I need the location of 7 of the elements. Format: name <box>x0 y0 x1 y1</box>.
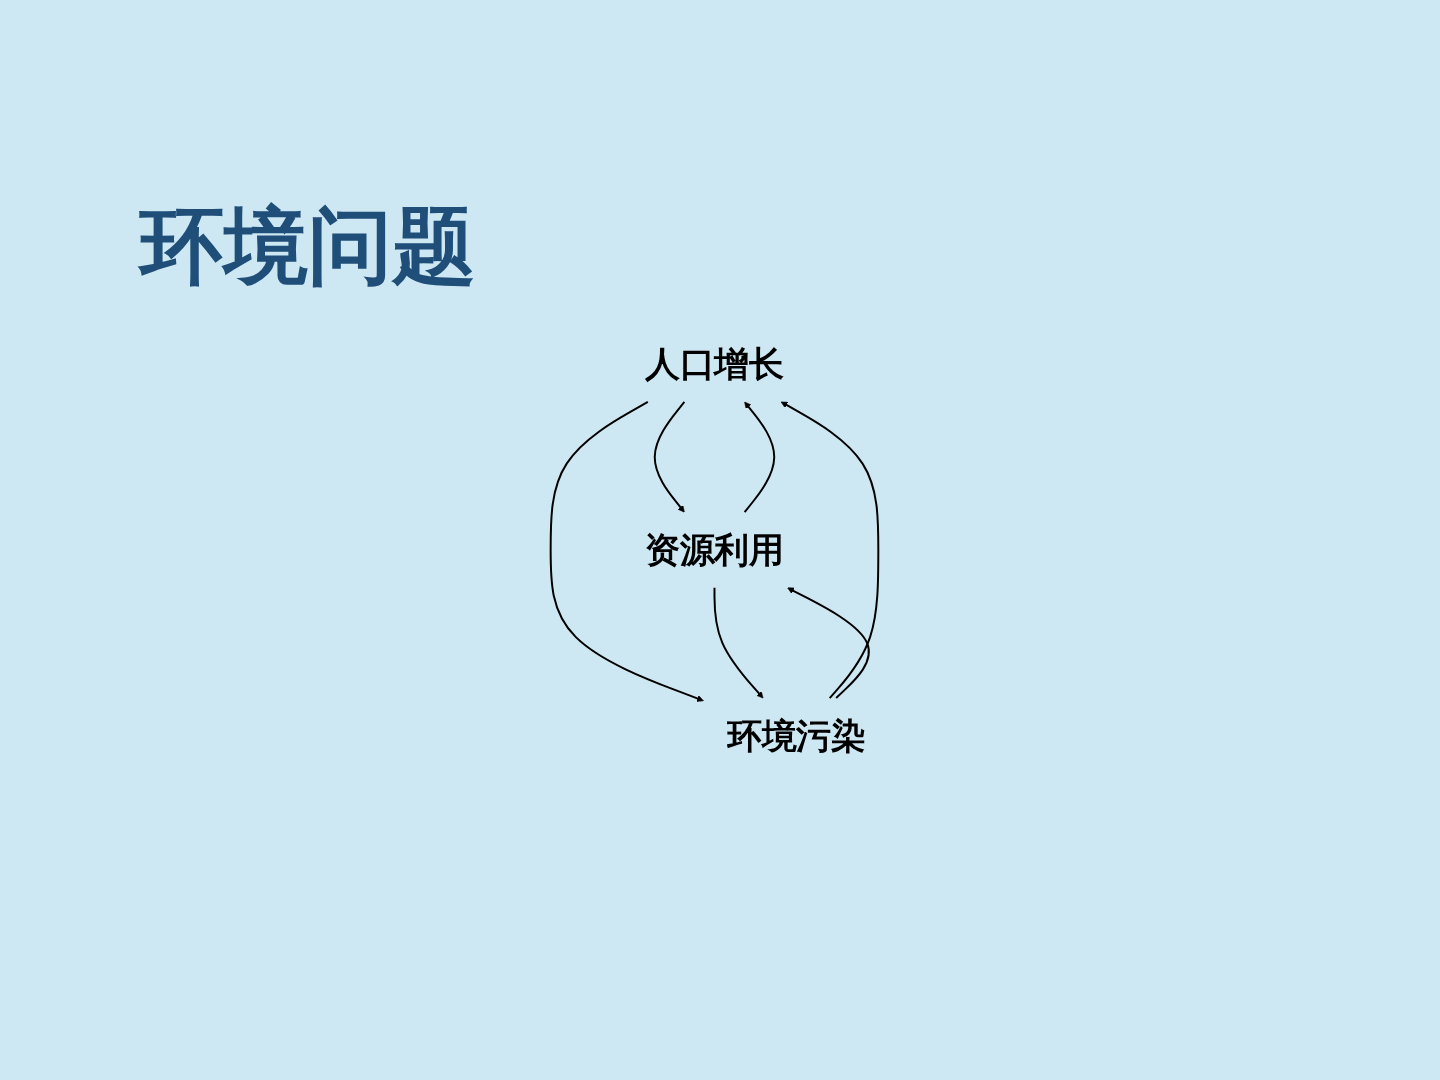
arrow <box>713 586 764 699</box>
arrow <box>549 400 704 702</box>
arrow <box>787 587 870 700</box>
arrow <box>780 401 880 700</box>
node-text: 资源利用 <box>645 529 784 570</box>
arrow <box>653 400 686 513</box>
arrow <box>743 401 776 514</box>
